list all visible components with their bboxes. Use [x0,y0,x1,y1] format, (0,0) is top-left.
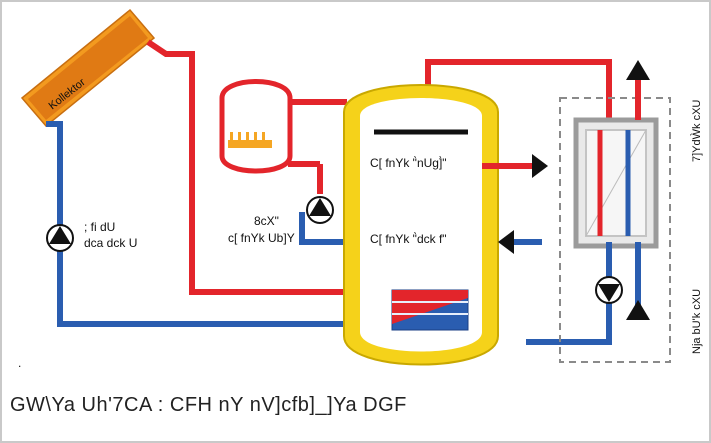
solar-collector [20,8,156,128]
pump-solar-icon [46,224,74,252]
arrow-up-top-icon [626,60,650,80]
boiler [219,79,293,174]
heating-unit-box [559,97,671,363]
side-upper-label: 7]YdẀk cXU [691,99,703,162]
pump-right-icon [595,276,623,304]
boiler-label-line1: 8cX" [254,214,279,228]
side-lower-label: Nja bU'k cXU [691,288,703,354]
connection-bottom-label: C[ fnYk "̀dck f" [370,232,447,246]
pump-boiler-icon [306,196,334,224]
pump-left-label-line1: ; fi dU [84,220,116,234]
dot-mark: . [18,356,22,370]
heat-exchanger [573,117,659,249]
cold-pipe-collector [46,121,641,345]
pump-left-label-line2: dca dck U [84,236,138,250]
arrow-right-icon [532,154,548,178]
arrow-up-bottom-icon [626,300,650,320]
arrow-left-icon [498,230,514,254]
tank-heating-coil [391,289,469,331]
boiler-label-line2: c[ fnYk Ub]Y [228,231,295,245]
connection-top-label: C[ fnYk "̀nUg]̀" [370,156,447,170]
figure-caption: GW\Ya Uh'7CA : CFH nY nV]cfb]_]Ya DGF [10,394,407,416]
solar-heating-diagram [20,8,671,366]
